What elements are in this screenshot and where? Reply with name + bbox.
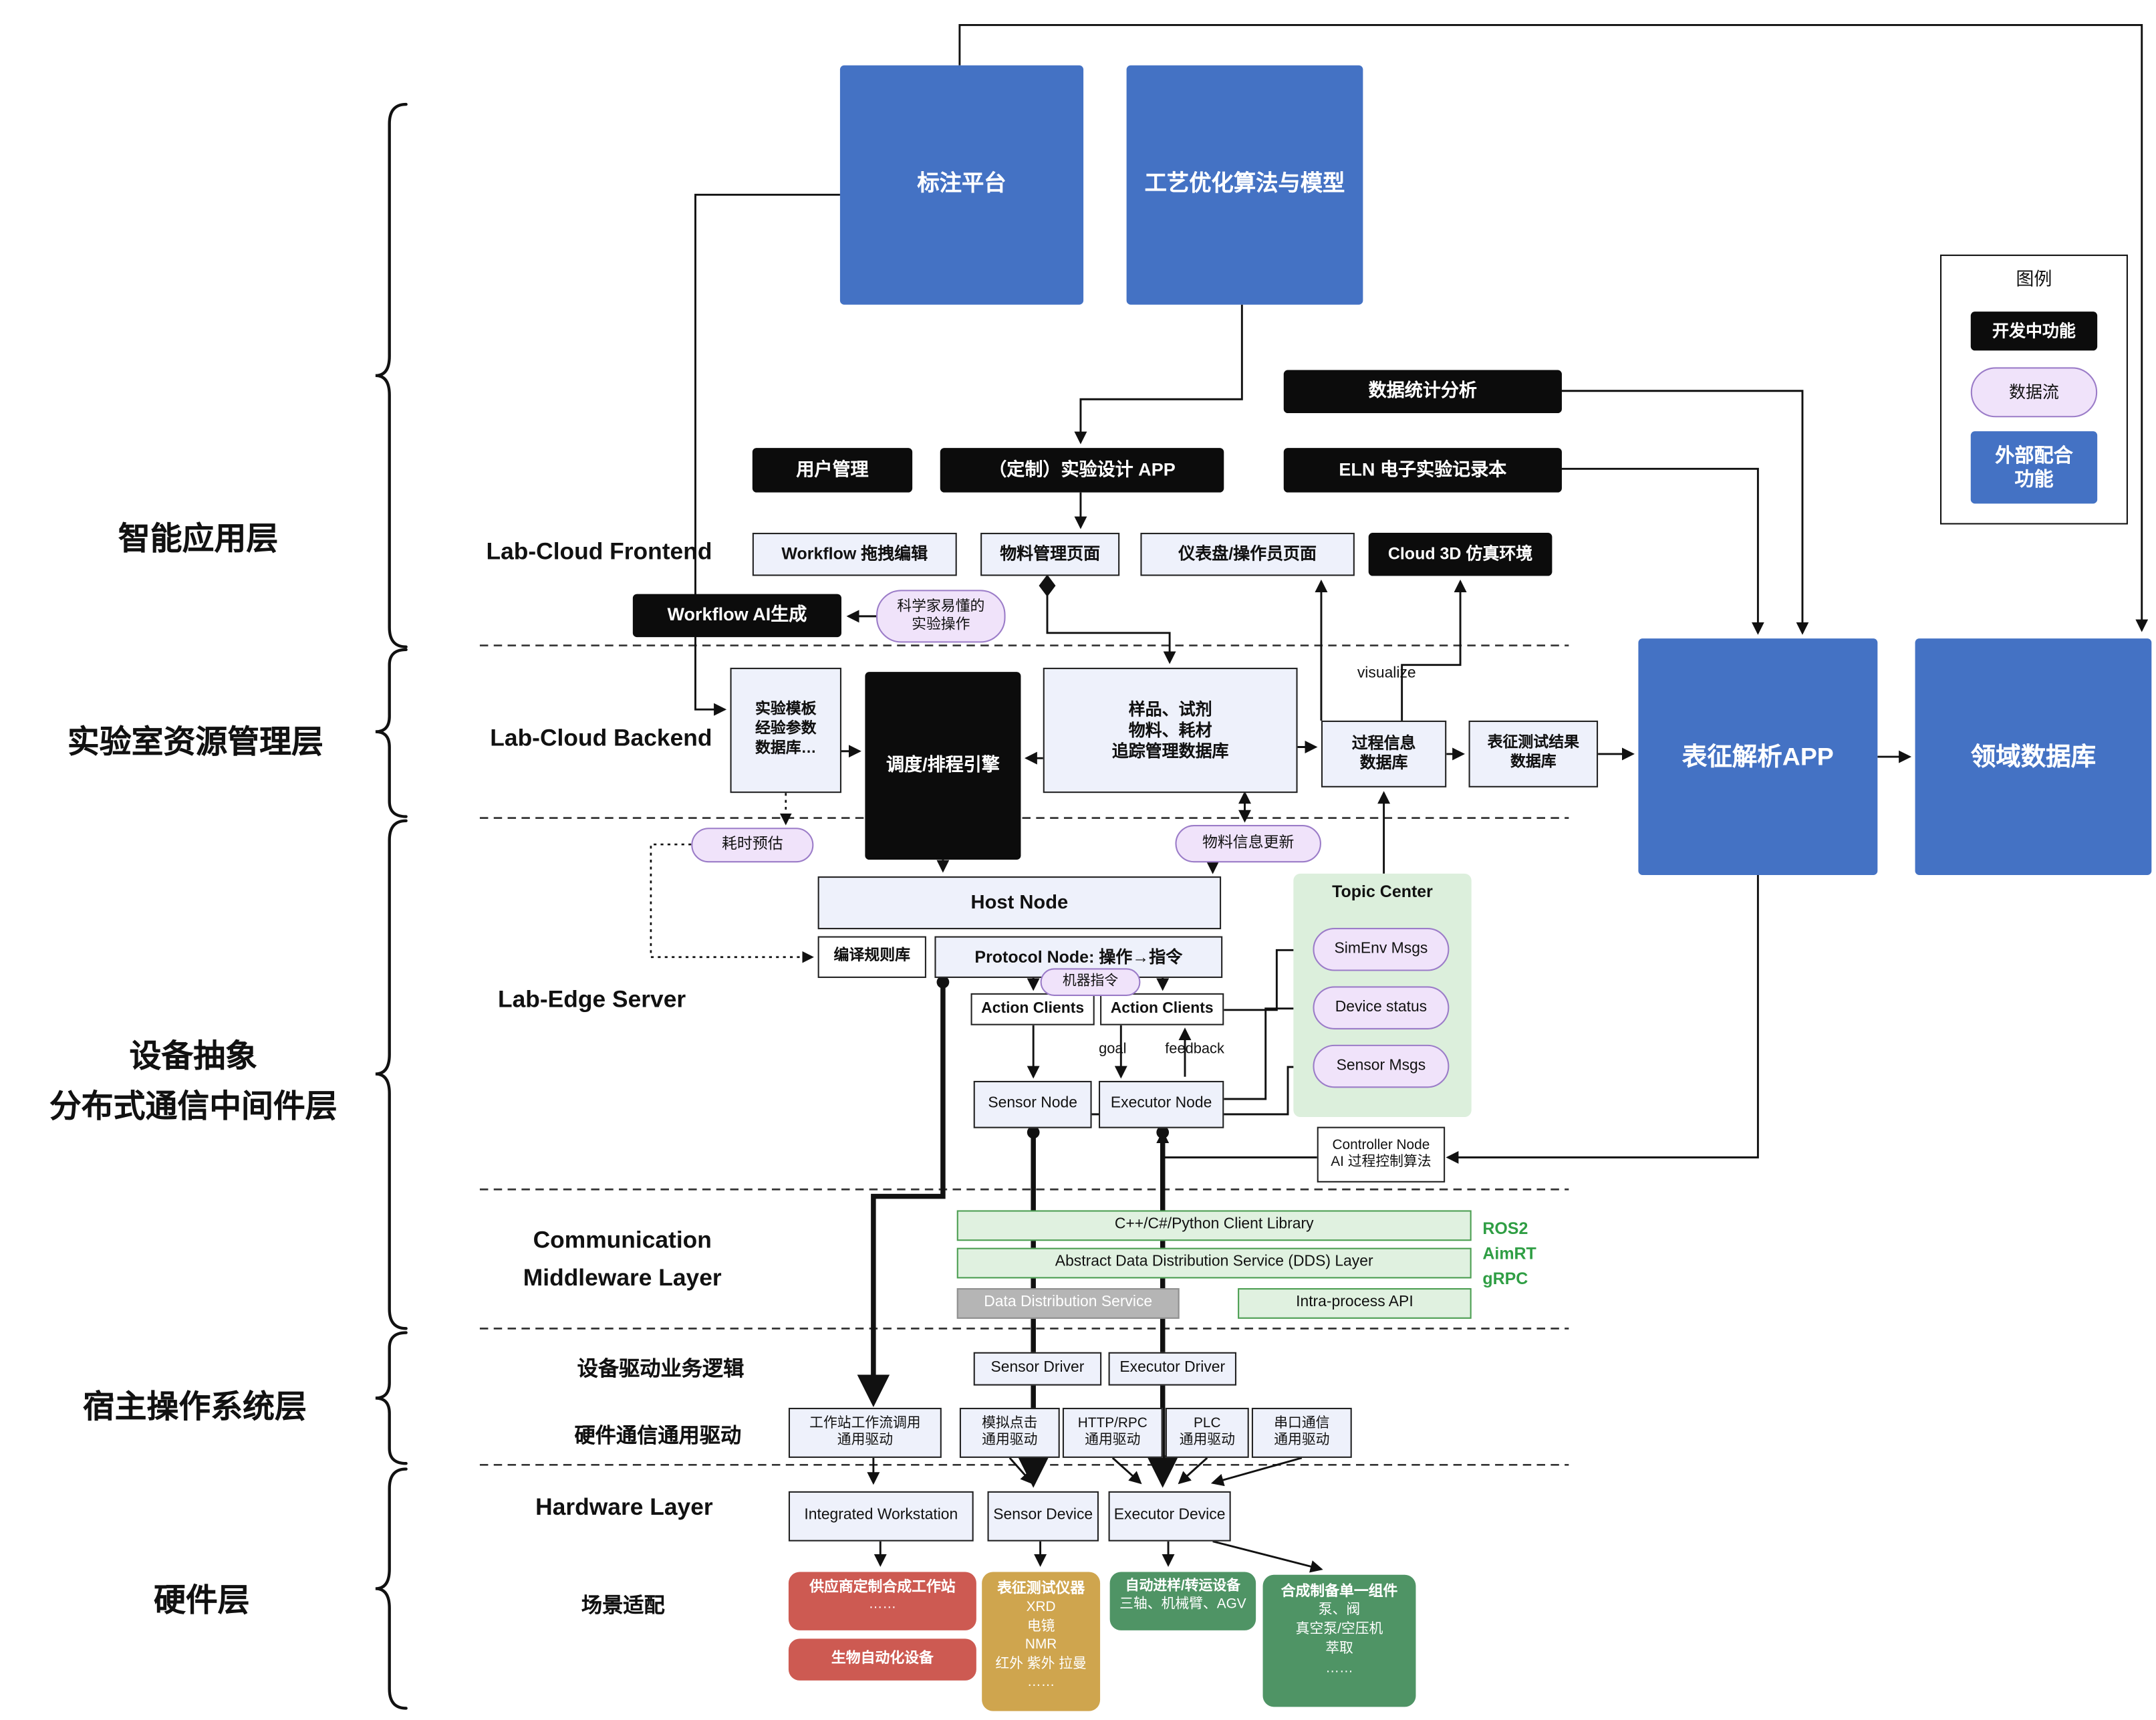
characterization-instruments-box: 表征测试仪器 XRD 电镜 NMR 红外 紫外 拉曼 ……	[982, 1572, 1101, 1711]
aimrt-label: AimRT	[1482, 1243, 1536, 1263]
legend: 图例 开发中功能 数据流 外部配合 功能	[1939, 254, 2128, 525]
goal-label: goal	[1099, 1041, 1127, 1058]
ros2-label: ROS2	[1482, 1218, 1528, 1239]
workflow-edit-box: Workflow 拖拽编辑	[752, 533, 957, 576]
workstation-driver-box: 工作站工作流调用 通用驱动	[788, 1407, 942, 1458]
eln-box: ELN 电子实验记录本	[1283, 448, 1562, 493]
process-db-box: 过程信息 数据库	[1321, 720, 1447, 787]
vendor-workstation-title: 供应商定制合成工作站	[809, 1578, 956, 1596]
executor-device-box: Executor Device	[1108, 1491, 1231, 1542]
scheduler-box: 调度/排程引擎	[865, 672, 1021, 860]
material-update-pill: 物料信息更新	[1175, 825, 1321, 863]
section-hardware-label: Hardware Layer	[535, 1493, 713, 1521]
transport-equipment-title: 自动进样/转运设备	[1125, 1578, 1241, 1594]
workflow-ai-box: Workflow AI生成	[632, 594, 842, 638]
intra-process-api-box: Intra-process API	[1238, 1288, 1472, 1319]
synthesis-components-body: 泵、阀 真空泵/空压机 萃取 ……	[1295, 1602, 1383, 1677]
layer-label-hostos: 宿主操作系统层	[82, 1388, 307, 1425]
legend-dataflow-item: 数据流	[1970, 367, 2098, 418]
sensor-msgs-pill: Sensor Msgs	[1313, 1044, 1450, 1088]
section-hw-driver-label: 硬件通信通用驱动	[574, 1424, 742, 1449]
executor-driver-box: Executor Driver	[1108, 1352, 1237, 1386]
dds-abstract-box: Abstract Data Distribution Service (DDS)…	[956, 1247, 1472, 1279]
integrated-workstation-box: Integrated Workstation	[788, 1491, 974, 1542]
http-rpc-driver-box: HTTP/RPC 通用驱动	[1062, 1407, 1163, 1458]
domain-db-box: 领域数据库	[1915, 638, 2152, 875]
transport-equipment-body: 三轴、机械臂、AGV	[1119, 1596, 1246, 1612]
characterization-app-box: 表征解析APP	[1638, 638, 1878, 875]
layer-label-hardware: 硬件层	[153, 1582, 250, 1618]
legend-dev-item: 开发中功能	[1970, 312, 2098, 351]
synthesis-components-box: 合成制备单一组件 泵、阀 真空泵/空压机 萃取 ……	[1262, 1574, 1416, 1707]
scientist-ops-pill: 科学家易懂的 实验操作	[876, 590, 1006, 643]
annotation-platform-box: 标注平台	[839, 65, 1084, 305]
template-db-box: 实验模板 经验参数 数据库…	[730, 667, 842, 793]
dds-box: Data Distribution Service	[956, 1288, 1180, 1319]
layer-braces	[375, 102, 408, 1710]
legend-external-item: 外部配合 功能	[1970, 431, 2098, 504]
section-driver-logic-label: 设备驱动业务逻辑	[577, 1358, 745, 1382]
characterization-instruments-title: 表征测试仪器	[997, 1580, 1085, 1597]
dashboard-page-box: 仪表盘/操作员页面	[1140, 533, 1355, 576]
plc-driver-box: PLC 通用驱动	[1165, 1407, 1249, 1458]
executor-node-box: Executor Node	[1098, 1080, 1224, 1128]
sensor-device-box: Sensor Device	[987, 1491, 1099, 1542]
sim-click-driver-box: 模拟点击 通用驱动	[959, 1407, 1060, 1458]
user-mgmt-box: 用户管理	[752, 448, 913, 493]
junction-dots	[936, 574, 1170, 1139]
dotted-lines	[650, 793, 814, 963]
data-stats-box: 数据统计分析	[1283, 370, 1562, 414]
compile-lib-box: 编译规则库	[817, 936, 926, 978]
controller-node-box: Controller Node AI 过程控制算法	[1317, 1126, 1446, 1183]
material-page-box: 物料管理页面	[980, 533, 1120, 576]
action-clients-box-1: Action Clients	[970, 993, 1095, 1025]
host-node-box: Host Node	[817, 876, 1222, 930]
design-app-box: （定制）实验设计 APP	[940, 448, 1224, 493]
visualize-label: visualize	[1357, 664, 1416, 682]
legend-title: 图例	[2016, 268, 2052, 289]
bio-automation-box: 生物自动化设备	[788, 1638, 976, 1681]
machine-cmd-pill: 机器指令	[1040, 968, 1141, 996]
section-scene-label: 场景适配	[581, 1594, 665, 1618]
vendor-workstation-body: ……	[868, 1597, 897, 1613]
process-optimization-box: 工艺优化算法与模型	[1126, 65, 1363, 305]
section-edge-label: Lab-Edge Server	[497, 986, 686, 1013]
transport-equipment-box: 自动进样/转运设备 三轴、机械臂、AGV	[1109, 1572, 1256, 1630]
section-frontend-label: Lab-Cloud Frontend	[486, 538, 712, 565]
section-middleware-label: Communication Middleware Layer	[523, 1227, 722, 1292]
characterization-instruments-body: XRD 电镜 NMR 红外 紫外 拉曼 ……	[995, 1600, 1087, 1691]
simenv-msgs-pill: SimEnv Msgs	[1313, 928, 1450, 971]
feedback-label: feedback	[1165, 1041, 1224, 1058]
device-status-pill: Device status	[1313, 986, 1450, 1029]
topic-center-title: Topic Center	[1332, 882, 1433, 902]
sensor-driver-box: Sensor Driver	[973, 1352, 1102, 1386]
serial-driver-box: 串口通信 通用驱动	[1251, 1407, 1352, 1458]
section-backend-label: Lab-Cloud Backend	[490, 725, 712, 751]
cloud-3d-box: Cloud 3D 仿真环境	[1368, 533, 1553, 576]
layer-label-app: 智能应用层	[118, 520, 279, 557]
client-library-box: C++/C#/Python Client Library	[956, 1210, 1472, 1241]
time-estimate-pill: 耗时预估	[691, 828, 814, 863]
layer-label-resource: 实验室资源管理层	[67, 723, 323, 760]
grpc-label: gRPC	[1482, 1268, 1528, 1289]
vendor-workstation-box: 供应商定制合成工作站 ……	[788, 1572, 976, 1630]
action-clients-box-2: Action Clients	[1100, 993, 1224, 1025]
result-db-box: 表征测试结果 数据库	[1468, 720, 1599, 787]
sensor-node-box: Sensor Node	[973, 1080, 1092, 1128]
sample-db-box: 样品、试剂 物料、耗材 追踪管理数据库	[1043, 667, 1298, 793]
synthesis-components-title: 合成制备单一组件	[1281, 1583, 1398, 1600]
layer-label-device: 设备抽象 分布式通信中间件层	[49, 1037, 338, 1124]
